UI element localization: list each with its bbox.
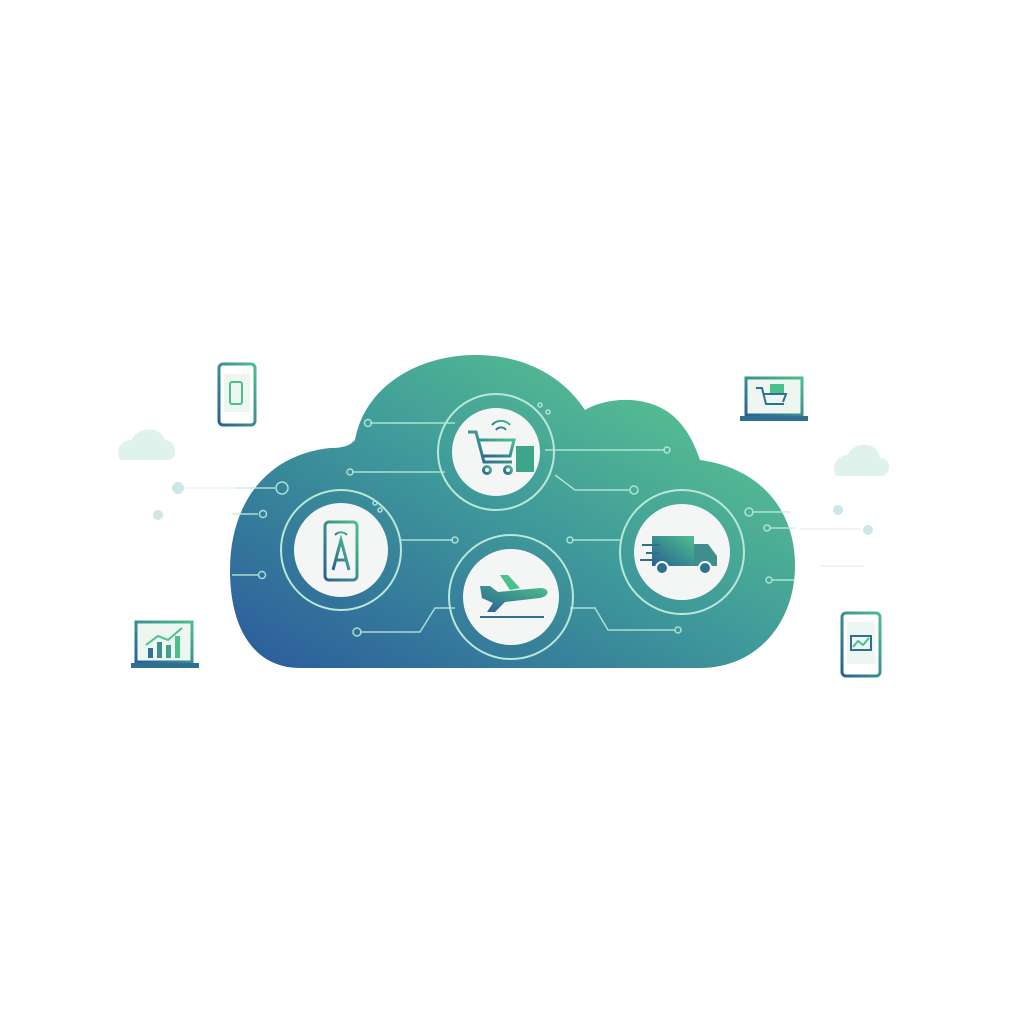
node-truck — [619, 489, 745, 615]
delivery-truck-icon — [640, 536, 717, 575]
airplane-icon — [480, 575, 548, 618]
small-cloud-right — [833, 444, 889, 476]
node-airplane — [448, 534, 574, 660]
tablet-chart-icon — [840, 611, 882, 678]
circuit-lines — [232, 402, 795, 637]
phone-signal-tower-icon — [323, 520, 359, 582]
outer-dots — [153, 482, 873, 567]
node-cart — [437, 393, 555, 511]
small-cloud-left — [118, 429, 176, 460]
laptop-chart-icon — [131, 620, 199, 668]
smartphone-icon — [217, 362, 257, 427]
laptop-cart-icon — [740, 376, 808, 421]
shopping-cart-building-icon — [468, 419, 534, 475]
node-phone — [280, 489, 402, 611]
